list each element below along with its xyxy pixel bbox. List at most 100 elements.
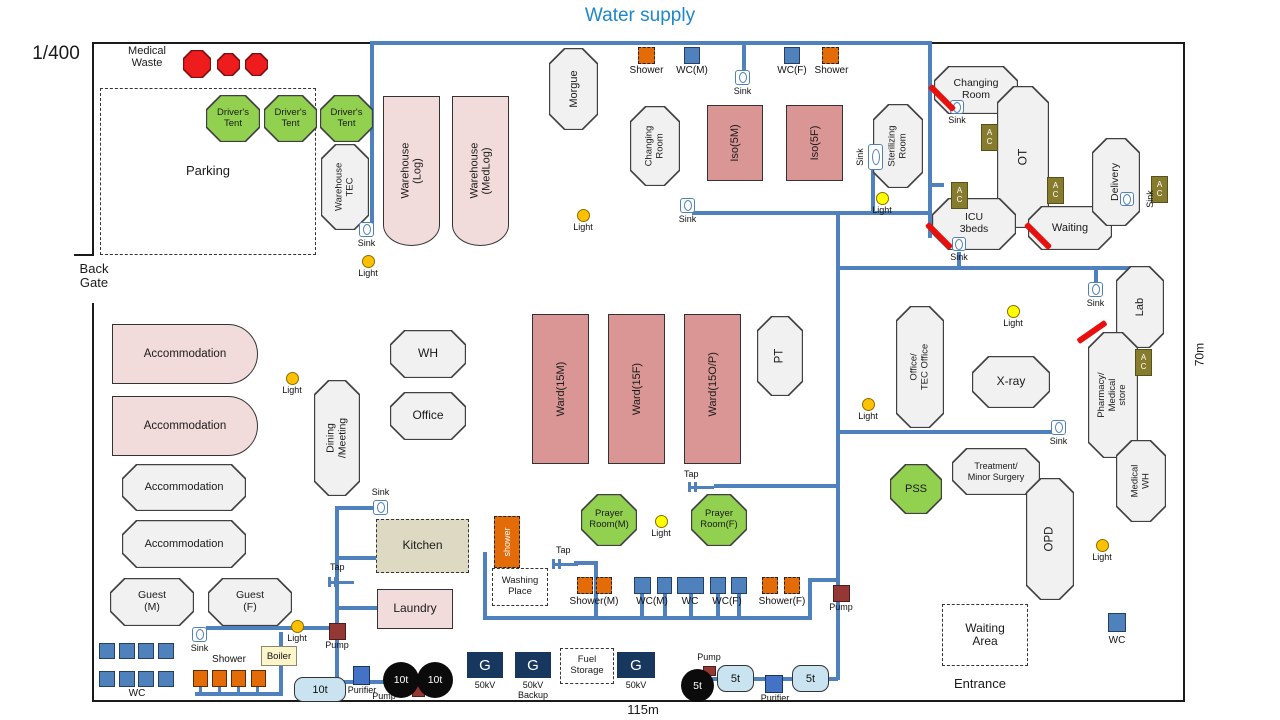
water-pipe-segment	[370, 44, 374, 225]
light-icon	[286, 372, 299, 385]
building-lab: Lab	[1116, 266, 1164, 348]
building-fill	[391, 393, 465, 439]
water-pipe-segment	[640, 593, 644, 616]
sink-icon	[680, 198, 695, 213]
wc-unit	[677, 577, 704, 594]
ac-unit-icon: A C	[951, 182, 968, 209]
water-pipe-segment	[663, 593, 667, 616]
building-fill	[111, 579, 193, 625]
building-driver-tent-1: Driver's Tent	[206, 95, 260, 142]
building-fill	[209, 579, 291, 625]
sink-icon	[373, 500, 388, 515]
wc-unit	[138, 671, 154, 687]
building-label: WH	[418, 346, 438, 361]
building-fill	[758, 317, 802, 395]
building-label: Fuel Storage	[570, 654, 604, 676]
building-label: Driver's Tent	[330, 106, 363, 129]
wc-unit	[710, 577, 726, 594]
pump-label: Pump	[829, 602, 853, 612]
unit-group-label: WC(M)	[636, 596, 668, 607]
ac-unit-icon: A C	[981, 124, 998, 151]
unit-group-label: Shower(M)	[569, 596, 619, 607]
building-label: Accommodation	[144, 481, 224, 494]
water-pipe-segment	[335, 638, 339, 682]
building-label: Driver's Tent	[274, 106, 307, 129]
light-icon	[876, 192, 889, 205]
wc-unit	[731, 577, 747, 594]
water-pipe-segment	[237, 686, 240, 694]
unit-group-label: Shower	[814, 65, 849, 76]
building-delivery: Delivery	[1092, 138, 1140, 226]
building-x-ray: X-ray	[972, 356, 1050, 408]
building-label: Delivery	[1109, 163, 1122, 201]
unit-group-label: Shower(F)	[758, 596, 806, 607]
water-pipe-segment	[256, 686, 259, 694]
wc-unit	[158, 643, 174, 659]
shower-unit	[212, 670, 227, 687]
tank-icon: 5t	[717, 665, 754, 692]
building-fill	[265, 96, 316, 141]
shower-unit	[193, 670, 208, 687]
shower-unit	[784, 577, 800, 594]
water-pipe-segment	[692, 211, 932, 215]
medical-waste-bin	[217, 53, 240, 76]
building-label: Morgue	[567, 70, 580, 108]
sink-basin	[1123, 193, 1131, 205]
water-pipe-segment	[836, 430, 1058, 434]
sink-label: Sink	[1145, 190, 1156, 208]
water-pipe-segment	[370, 41, 932, 45]
light-label: Light	[1003, 318, 1023, 328]
medical-waste-bin	[183, 50, 211, 78]
generator-label: 50kV	[625, 680, 647, 690]
building-label: Changing Room	[643, 125, 665, 167]
water-pipe-segment	[218, 686, 221, 694]
building-fill	[1027, 479, 1073, 599]
sink-basin	[195, 629, 204, 640]
water-pipe-segment	[195, 692, 283, 696]
light-icon	[362, 255, 375, 268]
site-boundary-segment	[1183, 42, 1185, 702]
wc-unit	[138, 643, 154, 659]
building-label: Kitchen	[402, 538, 443, 553]
building-driver-tent-3: Driver's Tent	[320, 95, 373, 142]
building-label: Warehouse (MedLog)	[468, 142, 493, 199]
water-pipe-segment	[836, 601, 840, 680]
building-label: Driver's Tent	[217, 106, 249, 129]
wc-unit	[99, 643, 115, 659]
pump-label: Pump	[325, 640, 349, 650]
water-pipe-segment	[340, 680, 418, 684]
building-laundry: Laundry	[377, 589, 453, 629]
building-label: Ward(15F)	[630, 362, 643, 416]
page-title: Water supply	[584, 5, 696, 26]
building-prayer-room-f: Prayer Room(F)	[691, 494, 747, 546]
light-icon	[291, 620, 304, 633]
unit-group-label: WC(F)	[777, 65, 807, 76]
building-fill	[582, 495, 636, 545]
water-pipe-segment	[206, 626, 339, 630]
sink-label: Sink	[357, 238, 376, 248]
building-label: Office	[412, 408, 444, 423]
generator-label: 50kV Backup	[517, 680, 549, 700]
ac-unit-icon: A C	[1135, 349, 1152, 376]
building-label: Prayer Room(M)	[589, 508, 629, 530]
building-fill	[1093, 139, 1139, 225]
purifier-icon	[765, 675, 783, 693]
generator-icon: G	[617, 652, 655, 678]
building-label: Prayer Room(F)	[700, 508, 738, 530]
sink-icon	[952, 237, 966, 251]
sink-label: Sink	[1049, 436, 1068, 446]
building-fill	[123, 465, 245, 510]
light-label: Light	[573, 222, 593, 232]
building-pss: PSS	[890, 464, 942, 514]
building-prayer-room-m: Prayer Room(M)	[581, 494, 637, 546]
shower-unit	[822, 47, 839, 64]
building-label: Accommodation	[144, 537, 224, 550]
building-fill	[315, 381, 359, 495]
light-icon	[655, 515, 668, 528]
entrance-label: Entrance	[953, 676, 1007, 691]
height-dim-label: 70m	[1192, 342, 1207, 367]
building-iso-5m: Iso(5M)	[707, 105, 763, 181]
shower-unit	[596, 577, 612, 594]
water-pipe-segment	[836, 213, 840, 587]
